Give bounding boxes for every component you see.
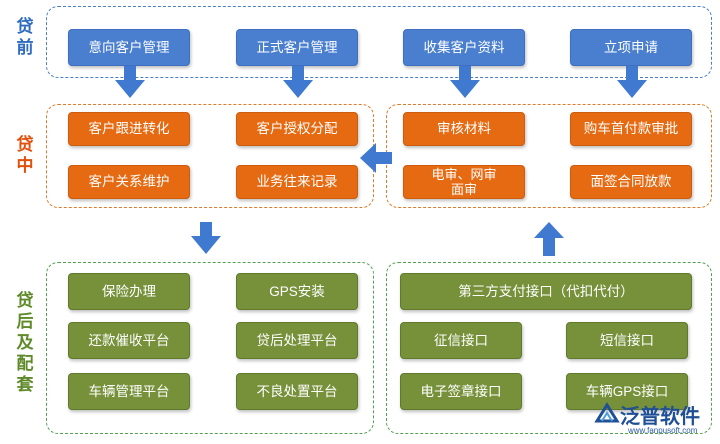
post-box-gps-install[interactable]: GPS安装 — [236, 273, 358, 310]
post-box-label: GPS安装 — [269, 283, 325, 299]
mid-box-downpayment-approval[interactable]: 购车首付款审批 — [570, 112, 692, 146]
post-box-bad-debt-disposal[interactable]: 不良处置平台 — [236, 373, 358, 410]
pre-loan-group — [46, 6, 712, 78]
section-label-mid-text: 贷中 — [16, 135, 34, 175]
arrow-down-1 — [115, 66, 145, 98]
post-left-group — [46, 262, 374, 434]
mid-box-label: 审核材料 — [437, 121, 491, 136]
post-box-credit-interface[interactable]: 征信接口 — [400, 322, 522, 359]
section-label-post-text: 贷后及配套 — [16, 291, 34, 394]
pre-box-collect-data[interactable]: 收集客户资料 — [403, 29, 525, 66]
post-box-vehicle-management[interactable]: 车辆管理平台 — [68, 373, 190, 410]
post-right-group — [386, 262, 712, 434]
mid-box-review-material[interactable]: 审核材料 — [403, 112, 525, 146]
logo-mark-icon — [594, 402, 620, 423]
post-box-label: 还款催收平台 — [88, 332, 170, 348]
post-box-label: 不良处置平台 — [256, 383, 338, 399]
arrow-up-mid — [534, 222, 564, 256]
post-box-vehicle-gps-interface[interactable]: 车辆GPS接口 — [566, 373, 688, 410]
arrow-down-post — [191, 222, 221, 254]
arrow-down-3 — [450, 66, 480, 98]
mid-box-label: 客户授权分配 — [256, 121, 338, 136]
mid-box-label: 客户跟进转化 — [88, 121, 170, 136]
post-box-label: 车辆管理平台 — [88, 383, 170, 399]
mid-box-contract-loan[interactable]: 面签合同放款 — [570, 165, 692, 199]
mid-box-label: 面签合同放款 — [590, 174, 672, 189]
mid-box-label: 客户关系维护 — [88, 174, 170, 189]
pre-box-intent-customer[interactable]: 意向客户管理 — [68, 29, 190, 66]
post-box-label: 短信接口 — [600, 332, 654, 348]
post-box-esign-interface[interactable]: 电子签章接口 — [400, 373, 522, 410]
post-box-post-loan-processing[interactable]: 贷后处理平台 — [236, 322, 358, 359]
section-label-pre: 贷前 — [8, 16, 42, 58]
logo-name: 泛普软件 — [620, 406, 700, 428]
mid-box-relationship[interactable]: 客户关系维护 — [68, 165, 190, 199]
post-box-label: 第三方支付接口（代扣代付） — [458, 283, 634, 299]
logo-url: www.fanpusoft.com — [628, 426, 698, 435]
pre-box-label: 收集客户资料 — [423, 39, 505, 55]
pre-box-label: 正式客户管理 — [256, 39, 338, 55]
mid-box-business-record[interactable]: 业务往来记录 — [236, 165, 358, 199]
mid-box-label: 业务往来记录 — [256, 174, 338, 189]
pre-box-label: 立项申请 — [604, 39, 658, 55]
mid-box-label: 购车首付款审批 — [583, 121, 679, 136]
pre-box-project-apply[interactable]: 立项申请 — [570, 29, 692, 66]
post-box-sms-interface[interactable]: 短信接口 — [566, 322, 688, 359]
arrow-down-4 — [617, 66, 647, 98]
post-box-label: 电子签章接口 — [420, 383, 502, 399]
mid-box-label: 电审、网审 面审 — [431, 167, 497, 197]
mid-box-follow-convert[interactable]: 客户跟进转化 — [68, 112, 190, 146]
post-box-repayment-collection[interactable]: 还款催收平台 — [68, 322, 190, 359]
pre-box-label: 意向客户管理 — [88, 39, 170, 55]
post-box-label: 车辆GPS接口 — [585, 383, 669, 399]
post-box-label: 征信接口 — [434, 332, 488, 348]
mid-box-authorize-assign[interactable]: 客户授权分配 — [236, 112, 358, 146]
arrow-down-2 — [283, 66, 313, 98]
post-box-third-party-payment[interactable]: 第三方支付接口（代扣代付） — [400, 273, 692, 310]
section-label-mid: 贷中 — [8, 134, 42, 176]
section-label-pre-text: 贷前 — [16, 17, 34, 57]
post-box-insurance[interactable]: 保险办理 — [68, 273, 190, 310]
post-box-label: 贷后处理平台 — [256, 332, 338, 348]
mid-box-phone-web-face-review[interactable]: 电审、网审 面审 — [403, 165, 525, 199]
post-box-label: 保险办理 — [102, 283, 156, 299]
arrow-left — [360, 143, 392, 173]
section-label-post: 贷后及配套 — [8, 290, 42, 395]
pre-box-formal-customer[interactable]: 正式客户管理 — [236, 29, 358, 66]
